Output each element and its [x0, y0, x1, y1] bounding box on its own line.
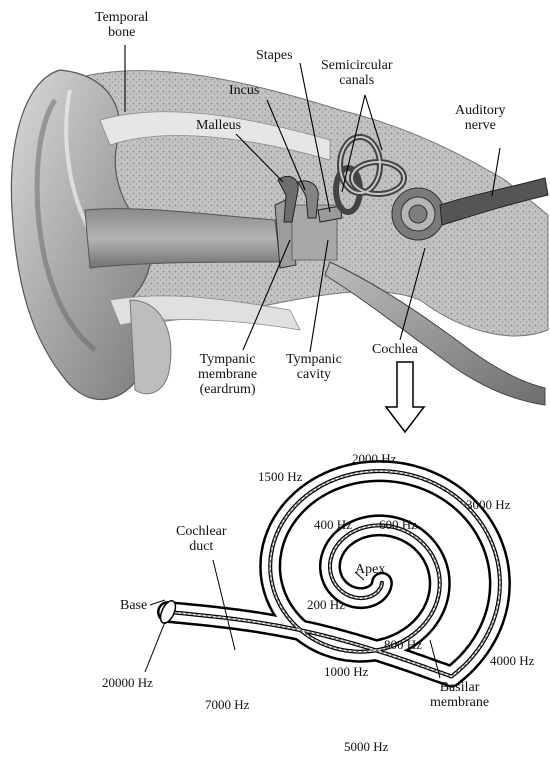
freq-4000-label: 4000 Hz: [490, 654, 534, 668]
freq-400-label: 400 Hz: [314, 518, 352, 532]
freq-200-label: 200 Hz: [307, 598, 345, 612]
freq-800-label: 800 Hz: [384, 638, 422, 652]
freq-20000-leader: [145, 622, 165, 672]
cochlear-duct-leader: [213, 560, 235, 650]
spiral-fill: [168, 471, 500, 676]
apex-label: Apex: [355, 562, 385, 577]
freq-1500-label: 1500 Hz: [258, 470, 302, 484]
freq-600-label: 600 Hz: [379, 518, 417, 532]
incus-label: Incus: [229, 83, 259, 98]
freq-2000-label: 2000 Hz: [352, 452, 396, 466]
malleus-label: Malleus: [196, 118, 241, 133]
cochlea-label: Cochlea: [372, 342, 418, 357]
freq-20000-label: 20000 Hz: [102, 676, 153, 690]
stapes-label: Stapes: [256, 48, 293, 63]
freq-5000-label: 5000 Hz: [344, 740, 388, 754]
freq-1000-label: 1000 Hz: [324, 665, 368, 679]
base-label: Base: [120, 598, 147, 613]
freq-7000-label: 7000 Hz: [205, 698, 249, 712]
freq-3000-label: 3000 Hz: [466, 498, 510, 512]
